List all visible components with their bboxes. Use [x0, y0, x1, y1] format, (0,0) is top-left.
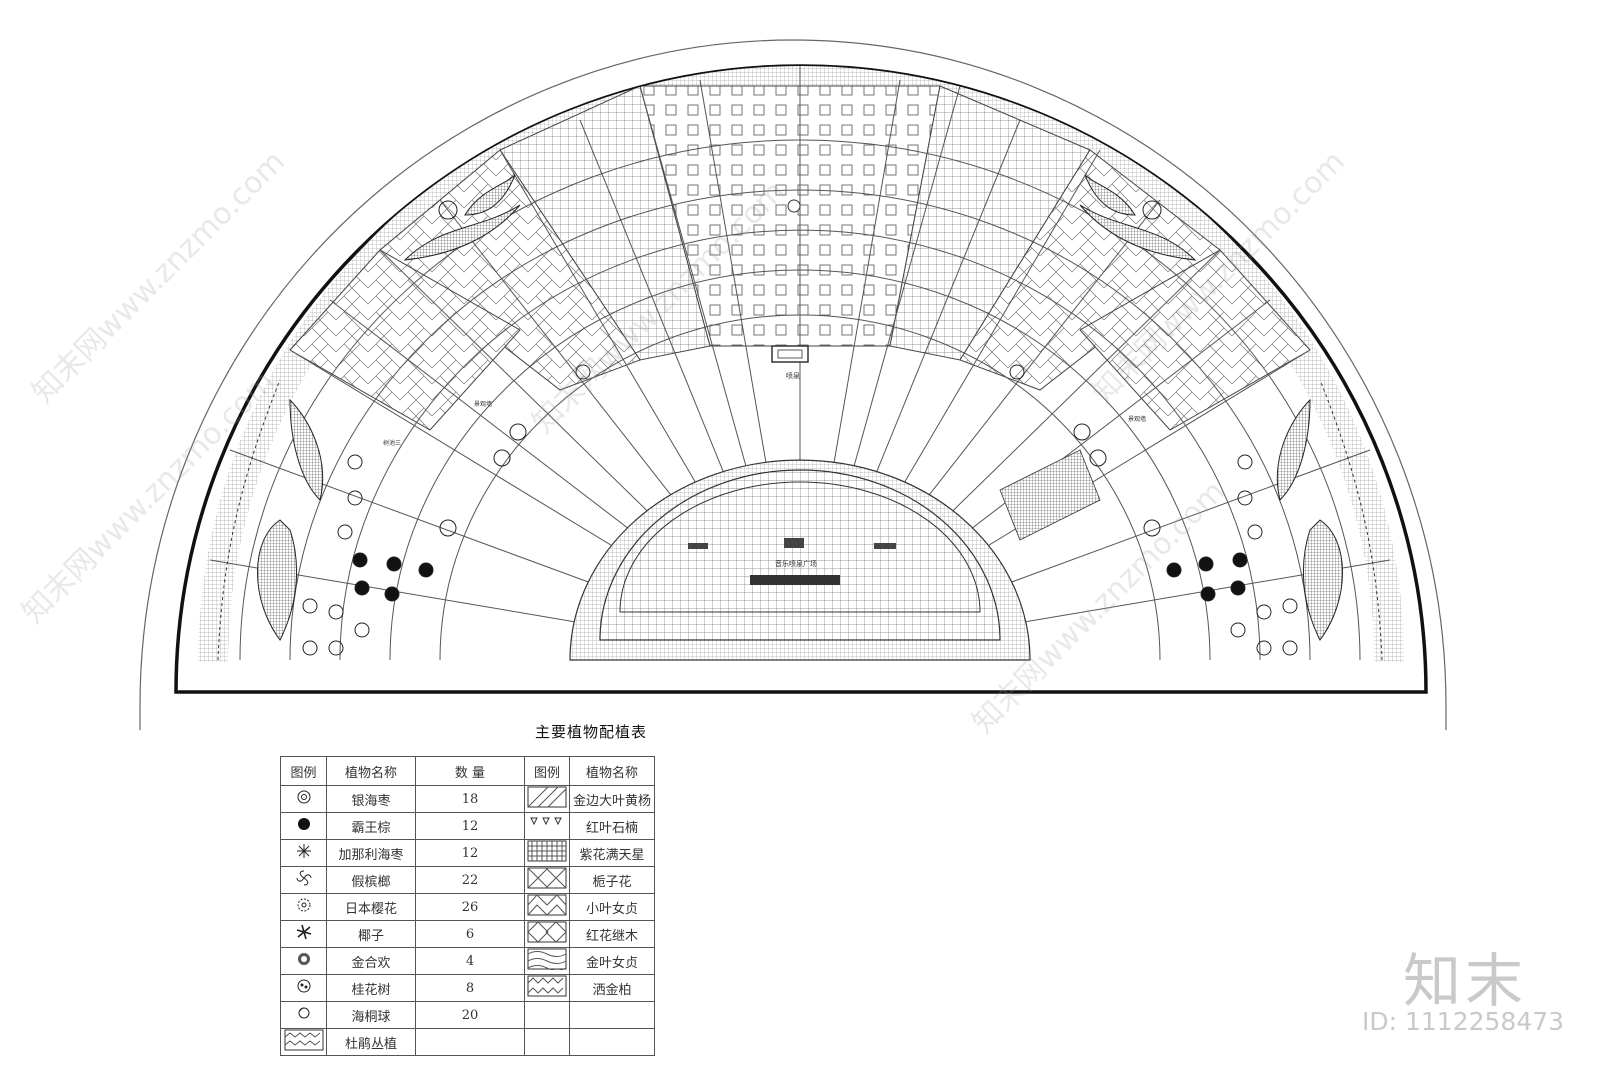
plaza-bar — [750, 575, 840, 585]
right-path-label: 景观墙 — [1128, 415, 1146, 423]
coconut-icon — [280, 920, 327, 948]
ring-tree-icon — [280, 785, 327, 813]
flower-ring-icon — [280, 893, 327, 921]
header-plant-name-2: 植物名称 — [569, 756, 655, 786]
diamond-hatch-icon — [524, 920, 570, 948]
plant-qty: 8 — [415, 974, 525, 1002]
watermark-brand: 知末 — [1403, 947, 1528, 1015]
plant-name: 金边大叶黄杨 — [569, 785, 655, 813]
table-row: 假槟榔 22 栀子花 — [280, 866, 655, 894]
wave-hatch-icon — [524, 947, 570, 975]
plant-name: 红叶石楠 — [569, 812, 655, 840]
header-legend: 图例 — [280, 756, 327, 786]
header-plant-name: 植物名称 — [326, 756, 416, 786]
planting-table: 图例 植物名称 数 量 图例 植物名称 银海枣 18 金边大叶黄杨 霸王棕 12… — [280, 756, 655, 1056]
plant-name: 紫花满天星 — [569, 839, 655, 867]
site-outer-arc — [139, 39, 1447, 730]
zigzag-hatch-icon — [524, 974, 570, 1002]
left-planting — [257, 174, 521, 641]
plant-name: 银海枣 — [326, 785, 416, 813]
plant-name: 桂花树 — [326, 974, 416, 1002]
plant-qty: 26 — [415, 893, 525, 921]
e-herring-zone — [1079, 249, 1311, 431]
table-header-row: 图例 植物名称 数 量 图例 植物名称 — [280, 756, 655, 786]
header-legend-2: 图例 — [524, 756, 570, 786]
plant-qty: 4 — [415, 947, 525, 975]
table-row: 海桐球 20 — [280, 1001, 655, 1029]
plant-qty: 12 — [415, 812, 525, 840]
plant-qty: 20 — [415, 1001, 525, 1029]
table-row: 日本樱花 26 小叶女贞 — [280, 893, 655, 921]
plant-name: 假槟榔 — [326, 866, 416, 894]
cross-hatch-icon — [524, 866, 570, 894]
table-row: 杜鹃丛植 — [280, 1028, 655, 1056]
empty-cell — [569, 1028, 655, 1056]
ball-shrub-icon — [280, 1001, 327, 1029]
plant-qty: 22 — [415, 866, 525, 894]
plant-qty: 12 — [415, 839, 525, 867]
landscape-plan: 音乐喷泉广场 喷泉 景观墙 树池三 景观墙 — [139, 39, 1447, 730]
plaza-core — [599, 469, 1001, 641]
plant-name: 椰子 — [326, 920, 416, 948]
plant-name: 洒金柏 — [569, 974, 655, 1002]
fountain-label: 喷泉 — [786, 371, 800, 380]
star-palm-icon — [280, 839, 327, 867]
watermark-id: ID: 1112258473 — [1362, 1007, 1565, 1036]
plant-name: 海桐球 — [326, 1001, 416, 1029]
empty-cell — [569, 1001, 655, 1029]
dark-palm-icon — [280, 812, 327, 840]
plant-name: 金合欢 — [326, 947, 416, 975]
left-path-label-2: 树池三 — [383, 439, 401, 447]
table-row: 金合欢 4 金叶女贞 — [280, 947, 655, 975]
header-quantity: 数 量 — [415, 756, 525, 786]
table-row: 桂花树 8 洒金柏 — [280, 974, 655, 1002]
empty-cell — [524, 1028, 570, 1056]
east-dense-strip — [999, 449, 1101, 541]
diagonal-hatch-icon — [524, 785, 570, 813]
plant-qty: 18 — [415, 785, 525, 813]
plaza-label: 音乐喷泉广场 — [775, 559, 817, 568]
fountain-box — [771, 345, 809, 363]
tree-markers — [302, 200, 1298, 656]
plant-name: 栀子花 — [569, 866, 655, 894]
empty-cell — [524, 1001, 570, 1029]
plant-name: 杜鹃丛植 — [326, 1028, 416, 1056]
brick-hatch-icon — [280, 1028, 327, 1056]
table-row: 椰子 6 红花继木 — [280, 920, 655, 948]
table-row: 加那利海枣 12 紫花满天星 — [280, 839, 655, 867]
left-path-label: 景观墙 — [474, 400, 492, 408]
swirl-palm-icon — [280, 866, 327, 894]
table-title: 主要植物配植表 — [535, 723, 648, 741]
right-planting — [1079, 174, 1343, 641]
plant-name: 红花继木 — [569, 920, 655, 948]
plant-name: 小叶女贞 — [569, 893, 655, 921]
plant-qty: 6 — [415, 920, 525, 948]
table-row: 霸王棕 12 红叶石楠 — [280, 812, 655, 840]
osmanthus-icon — [280, 974, 327, 1002]
plant-name: 加那利海枣 — [326, 839, 416, 867]
plant-name: 霸王棕 — [326, 812, 416, 840]
triangle-hatch-icon — [524, 812, 570, 840]
table-row: 银海枣 18 金边大叶黄杨 — [280, 785, 655, 813]
acacia-icon — [280, 947, 327, 975]
w-herring-zone — [289, 249, 521, 431]
ne-herring-zone — [959, 149, 1221, 391]
plant-name: 日本樱花 — [326, 893, 416, 921]
plant-name: 金叶女贞 — [569, 947, 655, 975]
herringbone-hatch-icon — [524, 893, 570, 921]
dense-grid-hatch-icon — [524, 839, 570, 867]
planting-ring — [198, 66, 1404, 663]
plant-qty — [415, 1028, 525, 1056]
shrub-borders — [217, 379, 1383, 661]
